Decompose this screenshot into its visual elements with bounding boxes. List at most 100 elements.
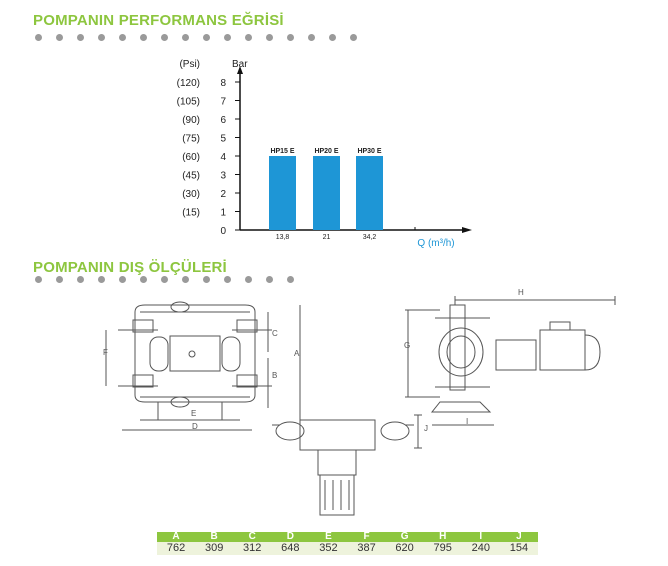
bar-label: HP20 E <box>314 148 338 155</box>
table-header-cell: B <box>195 532 234 542</box>
y-tick-label: 1 <box>220 208 226 219</box>
divider-dot <box>77 276 84 283</box>
y-axis-secondary-label: (Psi) <box>179 59 200 70</box>
bar <box>356 156 383 230</box>
table-value-cell: 309 <box>195 542 234 555</box>
y-tick-label: 8 <box>220 78 226 89</box>
divider-dot <box>98 276 105 283</box>
table-header-cell: D <box>271 532 310 542</box>
divider-dot <box>140 276 147 283</box>
y-secondary-tick-label: (60) <box>182 152 200 163</box>
dimension-label: J <box>424 424 428 433</box>
title-dots-divider <box>35 276 294 283</box>
x-axis-label: Q (m³/h) <box>417 238 454 249</box>
table-header-cell: A <box>157 532 196 542</box>
table-value-cell: 620 <box>385 542 424 555</box>
y-secondary-tick-label: (75) <box>182 134 200 145</box>
divider-dot <box>161 276 168 283</box>
table-value-cell: 352 <box>309 542 348 555</box>
divider-dot <box>119 34 126 41</box>
y-secondary-tick-label: (105) <box>177 97 200 108</box>
table-header-cell: H <box>423 532 462 542</box>
table-value-cell: 312 <box>233 542 272 555</box>
dimension-label: I <box>466 417 468 426</box>
divider-dot <box>308 34 315 41</box>
y-tick-label: 0 <box>220 226 226 237</box>
y-tick-label: 2 <box>220 189 226 200</box>
y-axis-label: Bar <box>232 59 248 70</box>
divider-dot <box>224 34 231 41</box>
table-header-cell: J <box>499 532 538 542</box>
x-axis-arrow <box>462 227 472 233</box>
dimension-label: G <box>404 341 410 350</box>
table-value-cell: 154 <box>499 542 538 555</box>
y-tick-label: 4 <box>220 152 226 163</box>
dimension-label: D <box>192 422 198 431</box>
divider-dot <box>350 34 357 41</box>
dimension-label: E <box>191 409 196 418</box>
divider-dot <box>119 276 126 283</box>
divider-dot <box>224 276 231 283</box>
dimension-label: C <box>272 329 278 338</box>
table-header-cell: G <box>385 532 424 542</box>
table-value-cell: 648 <box>271 542 310 555</box>
dimension-label: B <box>272 371 277 380</box>
performance-title: POMPANIN PERFORMANS EĞRİSİ <box>33 12 284 29</box>
table-header-cell: F <box>347 532 386 542</box>
x-tick-label: 13,8 <box>276 234 290 241</box>
divider-dot <box>287 34 294 41</box>
y-tick-label: 7 <box>220 97 226 108</box>
x-tick-label: 34,2 <box>363 234 377 241</box>
bar-label: HP30 E <box>357 148 381 155</box>
divider-dot <box>245 34 252 41</box>
pump-top-view <box>272 414 422 516</box>
divider-dot <box>161 34 168 41</box>
table-header-cell: I <box>461 532 500 542</box>
bar <box>313 156 340 230</box>
dimensions-title: POMPANIN DIŞ ÖLÇÜLERİ <box>33 259 227 276</box>
table-value-cell: 762 <box>157 542 196 555</box>
y-secondary-tick-label: (90) <box>182 115 200 126</box>
bar <box>269 156 296 230</box>
divider-dot <box>203 276 210 283</box>
table-value-cell: 795 <box>423 542 462 555</box>
dimension-label: A <box>294 349 300 358</box>
divider-dot <box>329 34 336 41</box>
divider-dot <box>77 34 84 41</box>
dimension-label: H <box>518 288 524 297</box>
performance-chart: Bar (Psi) 0 1 2 3 4 5 6 7 8 (15) (30) (45) (60) (75) (90… <box>177 59 472 249</box>
table-header-cell: C <box>233 532 272 542</box>
divider-dot <box>266 34 273 41</box>
y-tick-label: 6 <box>220 115 226 126</box>
y-secondary-tick-label: (45) <box>182 171 200 182</box>
dimension-label: F <box>103 348 108 357</box>
pump-front-view <box>105 301 301 431</box>
y-tick-label: 3 <box>220 171 226 182</box>
x-tick-label: 21 <box>323 234 331 241</box>
divider-dot <box>35 276 42 283</box>
divider-dot <box>203 34 210 41</box>
divider-dot <box>56 276 63 283</box>
divider-dot <box>287 276 294 283</box>
y-tick-label: 5 <box>220 134 226 145</box>
divider-dot <box>266 276 273 283</box>
y-secondary-tick-label: (30) <box>182 189 200 200</box>
divider-dot <box>140 34 147 41</box>
table-value-cell: 387 <box>347 542 386 555</box>
table-header-cell: E <box>309 532 348 542</box>
y-secondary-tick-label: (15) <box>182 208 200 219</box>
y-secondary-tick-label: (120) <box>177 78 200 89</box>
divider-dot <box>245 276 252 283</box>
pump-side-view <box>405 296 616 426</box>
divider-dot <box>56 34 63 41</box>
table-value-cell: 240 <box>461 542 500 555</box>
divider-dot <box>98 34 105 41</box>
y-axis-arrow <box>237 66 243 74</box>
divider-dot <box>35 34 42 41</box>
bar-label: HP15 E <box>270 148 294 155</box>
divider-dot <box>182 34 189 41</box>
title-dots-divider <box>35 34 357 41</box>
